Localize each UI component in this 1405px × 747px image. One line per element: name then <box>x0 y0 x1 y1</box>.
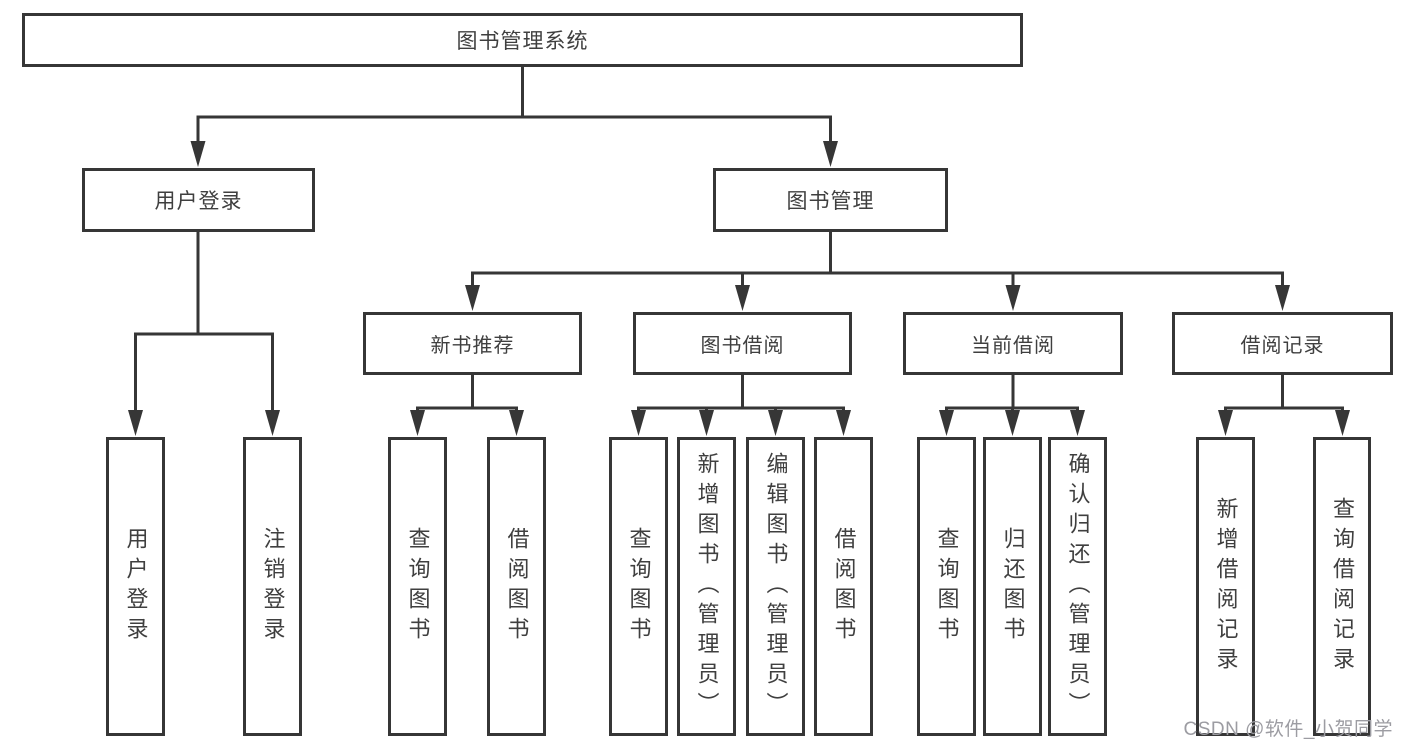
node-book-management: 图书管理 <box>713 168 948 232</box>
arrowhead <box>735 285 750 311</box>
leaf-user-login: 用户登录 <box>106 437 165 736</box>
leaf-add-book-admin-label: 新增图书（管理员） <box>694 451 720 722</box>
arrowhead <box>1005 410 1020 436</box>
node-book-borrowing: 图书借阅 <box>633 312 852 375</box>
leaf-edit-book-admin-label: 编辑图书（管理员） <box>763 451 789 722</box>
leaf-borrow-query-books-label: 查询图书 <box>626 526 652 647</box>
arrowhead <box>1218 410 1233 436</box>
leaf-add-book-admin: 新增图书（管理员） <box>677 437 736 736</box>
arrowhead <box>768 410 783 436</box>
leaf-user-login-label: 用户登录 <box>123 526 149 647</box>
leaf-newbook-query-books: 查询图书 <box>388 437 447 736</box>
arrowhead <box>699 410 714 436</box>
leaf-newbook-query-books-label: 查询图书 <box>405 526 431 647</box>
leaf-newbook-borrow-books-label: 借阅图书 <box>504 526 530 647</box>
node-root: 图书管理系统 <box>22 13 1023 67</box>
leaf-add-borrow-record-label: 新增借阅记录 <box>1213 496 1239 677</box>
leaf-borrow-borrow-books: 借阅图书 <box>814 437 873 736</box>
node-user-login: 用户登录 <box>82 168 315 232</box>
node-new-book-recommendation-label: 新书推荐 <box>430 335 515 357</box>
arrowhead <box>1335 410 1350 436</box>
leaf-current-query-books: 查询图书 <box>917 437 976 736</box>
leaf-current-query-books-label: 查询图书 <box>934 526 960 647</box>
node-book-borrowing-label: 图书借阅 <box>700 335 785 357</box>
arrowhead <box>410 410 425 436</box>
arrowhead <box>265 410 280 436</box>
arrowhead <box>509 410 524 436</box>
node-borrowing-records: 借阅记录 <box>1172 312 1393 375</box>
node-book-management-label: 图书管理 <box>786 190 875 213</box>
arrowheads <box>128 141 1350 436</box>
arrowhead <box>1005 285 1021 311</box>
arrowhead <box>1275 285 1290 311</box>
arrowhead <box>836 410 851 436</box>
arrowhead <box>1070 410 1085 436</box>
leaf-query-borrow-record: 查询借阅记录 <box>1313 437 1371 736</box>
leaf-query-borrow-record-label: 查询借阅记录 <box>1330 496 1355 677</box>
arrowhead <box>465 285 480 311</box>
arrowhead <box>190 141 206 167</box>
node-borrowing-records-label: 借阅记录 <box>1240 335 1325 357</box>
leaf-borrow-borrow-books-label: 借阅图书 <box>831 526 857 647</box>
leaf-logout: 注销登录 <box>243 437 302 736</box>
leaf-confirm-return-admin: 确认归还（管理员） <box>1048 437 1107 736</box>
node-current-borrowing: 当前借阅 <box>903 312 1123 375</box>
leaf-logout-label: 注销登录 <box>260 526 286 647</box>
leaf-edit-book-admin: 编辑图书（管理员） <box>746 437 805 736</box>
arrowhead <box>823 141 838 167</box>
leaf-add-borrow-record: 新增借阅记录 <box>1196 437 1255 736</box>
node-root-label: 图书管理系统 <box>456 30 589 53</box>
arrowhead <box>128 410 143 436</box>
leaf-return-books: 归还图书 <box>983 437 1042 736</box>
node-new-book-recommendation: 新书推荐 <box>363 312 582 375</box>
leaf-confirm-return-admin-label: 确认归还（管理员） <box>1065 451 1091 722</box>
node-current-borrowing-label: 当前借阅 <box>971 335 1055 357</box>
leaf-return-books-label: 归还图书 <box>1000 526 1026 647</box>
leaf-newbook-borrow-books: 借阅图书 <box>487 437 546 736</box>
node-user-login-label: 用户登录 <box>154 190 243 213</box>
arrowhead <box>939 410 954 436</box>
arrowhead <box>631 410 646 436</box>
watermark: CSDN @软件_小贺同学 <box>1183 719 1393 740</box>
leaf-borrow-query-books: 查询图书 <box>609 437 668 736</box>
